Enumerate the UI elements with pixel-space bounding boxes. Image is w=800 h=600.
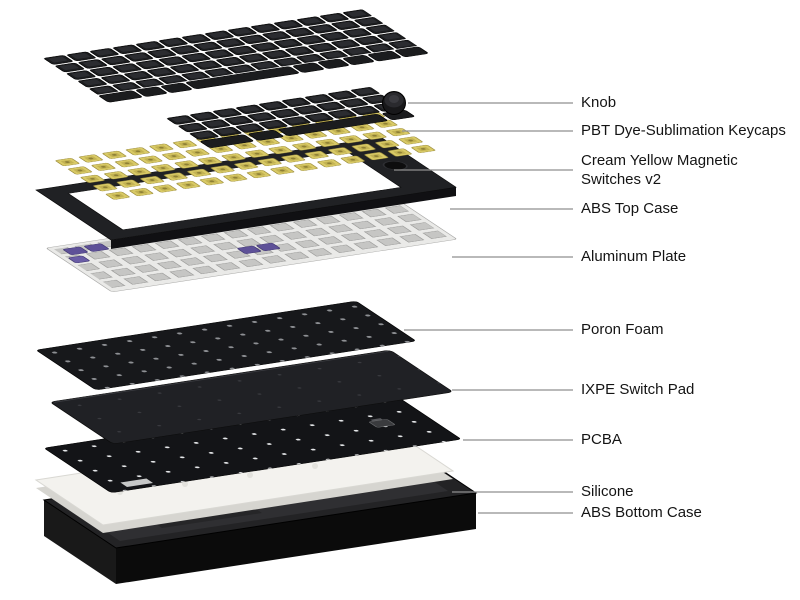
keycap-grid [42, 9, 418, 95]
keycap-grid [165, 86, 405, 141]
knob-cap [389, 95, 399, 103]
keycap [293, 62, 324, 73]
silicone-dimple [247, 472, 253, 478]
stabilizer-purple [84, 243, 109, 252]
part-label-keycaps: PBT Dye-Sublimation Keycaps [581, 122, 786, 139]
silicone-dimple [312, 463, 318, 469]
part-label-foam: Poron Foam [581, 321, 664, 338]
keycaps-lower-cluster [165, 86, 415, 148]
ixpe-holes [50, 349, 454, 445]
keycap [318, 58, 349, 69]
pcba-layer [44, 394, 462, 493]
part-label-bottom-case: ABS Bottom Case [581, 504, 702, 521]
stabilizer-purple [256, 242, 281, 251]
bottom-case-front-wall [116, 493, 476, 584]
top-case-front-edge [111, 187, 456, 249]
keycap [395, 46, 428, 57]
leader-lines [394, 102, 573, 514]
keycap-spacebar [186, 66, 299, 89]
keycaps-layer [42, 9, 428, 103]
part-label-switches: Cream Yellow Magnetic Switches v2 [581, 152, 738, 188]
pcba-holes [44, 394, 462, 493]
keycap-spacebar [278, 114, 388, 136]
bottom-case-left-wall [44, 500, 116, 584]
part-label-pcba: PCBA [581, 431, 622, 448]
silicone-dimple [182, 481, 188, 487]
keycap [343, 55, 374, 65]
pcba-switch-component [369, 419, 395, 428]
ixpe-layer [50, 349, 454, 445]
keycap [136, 86, 167, 97]
stabilizer-purple [63, 246, 88, 255]
stabilizer-purple [68, 255, 90, 264]
knob [382, 91, 406, 115]
keycap [368, 50, 401, 62]
part-label-silicone: Silicone [581, 483, 634, 500]
ixpe-highlight [53, 350, 389, 403]
plate-layer [46, 195, 457, 292]
switch-grid [52, 109, 446, 203]
part-label-knob: Knob [581, 94, 617, 111]
foam-holes [36, 301, 417, 391]
keycap-wide [99, 90, 142, 103]
plate-cutouts [54, 197, 450, 290]
keycap-wide [200, 134, 254, 148]
pcba-silkscreen [120, 478, 154, 487]
part-label-ixpe: IXPE Switch Pad [581, 381, 695, 398]
part-label-plate: Aluminum Plate [581, 248, 687, 265]
part-label-top-case: ABS Top Case [581, 200, 679, 217]
switches-layer [52, 109, 446, 203]
foam-layer [36, 301, 417, 391]
keycap [248, 130, 284, 141]
keycap [161, 82, 192, 93]
stabilizer-purple [237, 245, 262, 254]
